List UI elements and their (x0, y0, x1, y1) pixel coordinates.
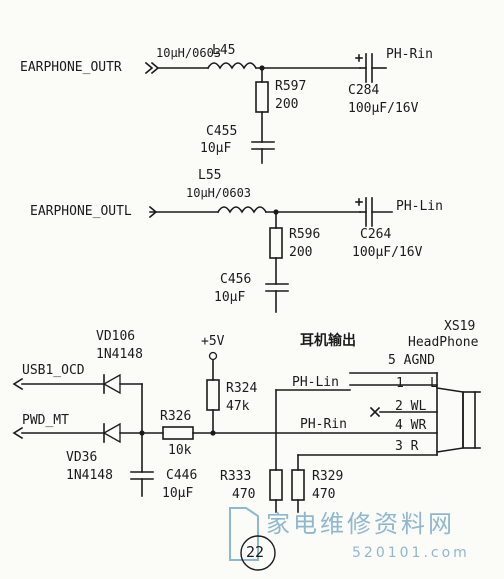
r333-ref: R333 (220, 469, 252, 484)
l55-ref: L55 (198, 168, 222, 183)
input-arrow-left (148, 205, 158, 219)
inductor-l45 (206, 62, 258, 70)
vcc-label: +5V (201, 334, 225, 349)
vd106-value: 1N4148 (96, 347, 143, 362)
pin-4-wr: 4 WR (395, 418, 427, 433)
pin-3-r: 3 R (395, 439, 419, 454)
c455-ref: C455 (206, 124, 238, 139)
l45-value: 10μH/0603 (156, 46, 222, 60)
pin-2-wl: 2 WL (395, 399, 427, 414)
connector-ref: XS19 (444, 319, 476, 334)
pin-5-agnd: 5 AGND (388, 353, 435, 368)
input-earphone-outl: EARPHONE_OUTL (30, 204, 132, 219)
vcc-terminal (208, 351, 218, 361)
c446-value: 10μF (162, 486, 194, 501)
resistor-r326 (162, 426, 194, 440)
resistor-r329 (291, 469, 305, 501)
r326-value: 10k (168, 443, 192, 458)
nc-mark (369, 406, 381, 418)
r333-value: 470 (232, 487, 256, 502)
resistor-r596 (269, 227, 283, 259)
pin-1-name: L (430, 376, 438, 391)
net-pwd-mt: PWD_MT (22, 413, 69, 428)
c455-value: 10μF (200, 141, 232, 156)
c456-ref: C456 (220, 272, 252, 287)
headphone-section-circuit (12, 351, 481, 513)
diode-vd106 (102, 373, 121, 395)
watermark-site-name: 家电维修资料网 (266, 510, 455, 538)
net-ph-lin: PH-Lin (292, 375, 339, 390)
output-ph-lin-top: PH-Lin (396, 199, 443, 214)
output-ph-rin-top: PH-Rin (386, 47, 433, 62)
r597-ref: R597 (275, 79, 307, 94)
input-arrow-right (144, 61, 160, 75)
vd36-ref: VD36 (66, 450, 98, 465)
r324-ref: R324 (226, 381, 258, 396)
section-title: 耳机输出 (300, 333, 356, 349)
r324-value: 47k (226, 399, 250, 414)
page-number-circle (240, 535, 276, 571)
r326-ref: R326 (160, 409, 192, 424)
l45-ref: L45 (212, 43, 236, 58)
right-channel-circuit (144, 53, 387, 164)
left-channel-circuit (148, 197, 393, 313)
input-earphone-outr: EARPHONE_OUTR (20, 60, 122, 75)
headphone-jack-symbol (436, 372, 481, 456)
c456-value: 10μF (214, 290, 246, 305)
usb-arrow (12, 377, 24, 391)
vd36-value: 1N4148 (66, 468, 113, 483)
resistor-r597 (255, 81, 269, 113)
c446-ref: C446 (166, 468, 198, 483)
page-number: 22 (246, 543, 265, 561)
c284-ref: C284 (348, 83, 380, 98)
r329-value: 470 (312, 487, 336, 502)
resistor-r324 (206, 379, 220, 411)
resistor-r333 (269, 469, 283, 501)
pin-1: 1 (396, 376, 404, 391)
pwd-arrow (12, 426, 24, 440)
vd106-ref: VD106 (96, 329, 136, 344)
diode-vd36 (102, 422, 121, 444)
watermark-graphic (229, 507, 276, 571)
c264-ref: C264 (360, 227, 392, 242)
net-usb1-ocd: USB1_OCD (22, 363, 85, 378)
r596-ref: R596 (289, 227, 321, 242)
l55-value: 10μH/0603 (186, 186, 252, 200)
r596-value: 200 (289, 245, 313, 260)
watermark-url: 520101.com (352, 545, 470, 561)
c284-value: 100μF/16V (348, 101, 419, 116)
c264-value: 100μF/16V (352, 245, 423, 260)
connector-name: HeadPhone (408, 335, 479, 350)
net-ph-rin: PH-Rin (300, 417, 347, 432)
r329-ref: R329 (312, 469, 344, 484)
r597-value: 200 (275, 97, 299, 112)
inductor-l55 (216, 206, 268, 214)
